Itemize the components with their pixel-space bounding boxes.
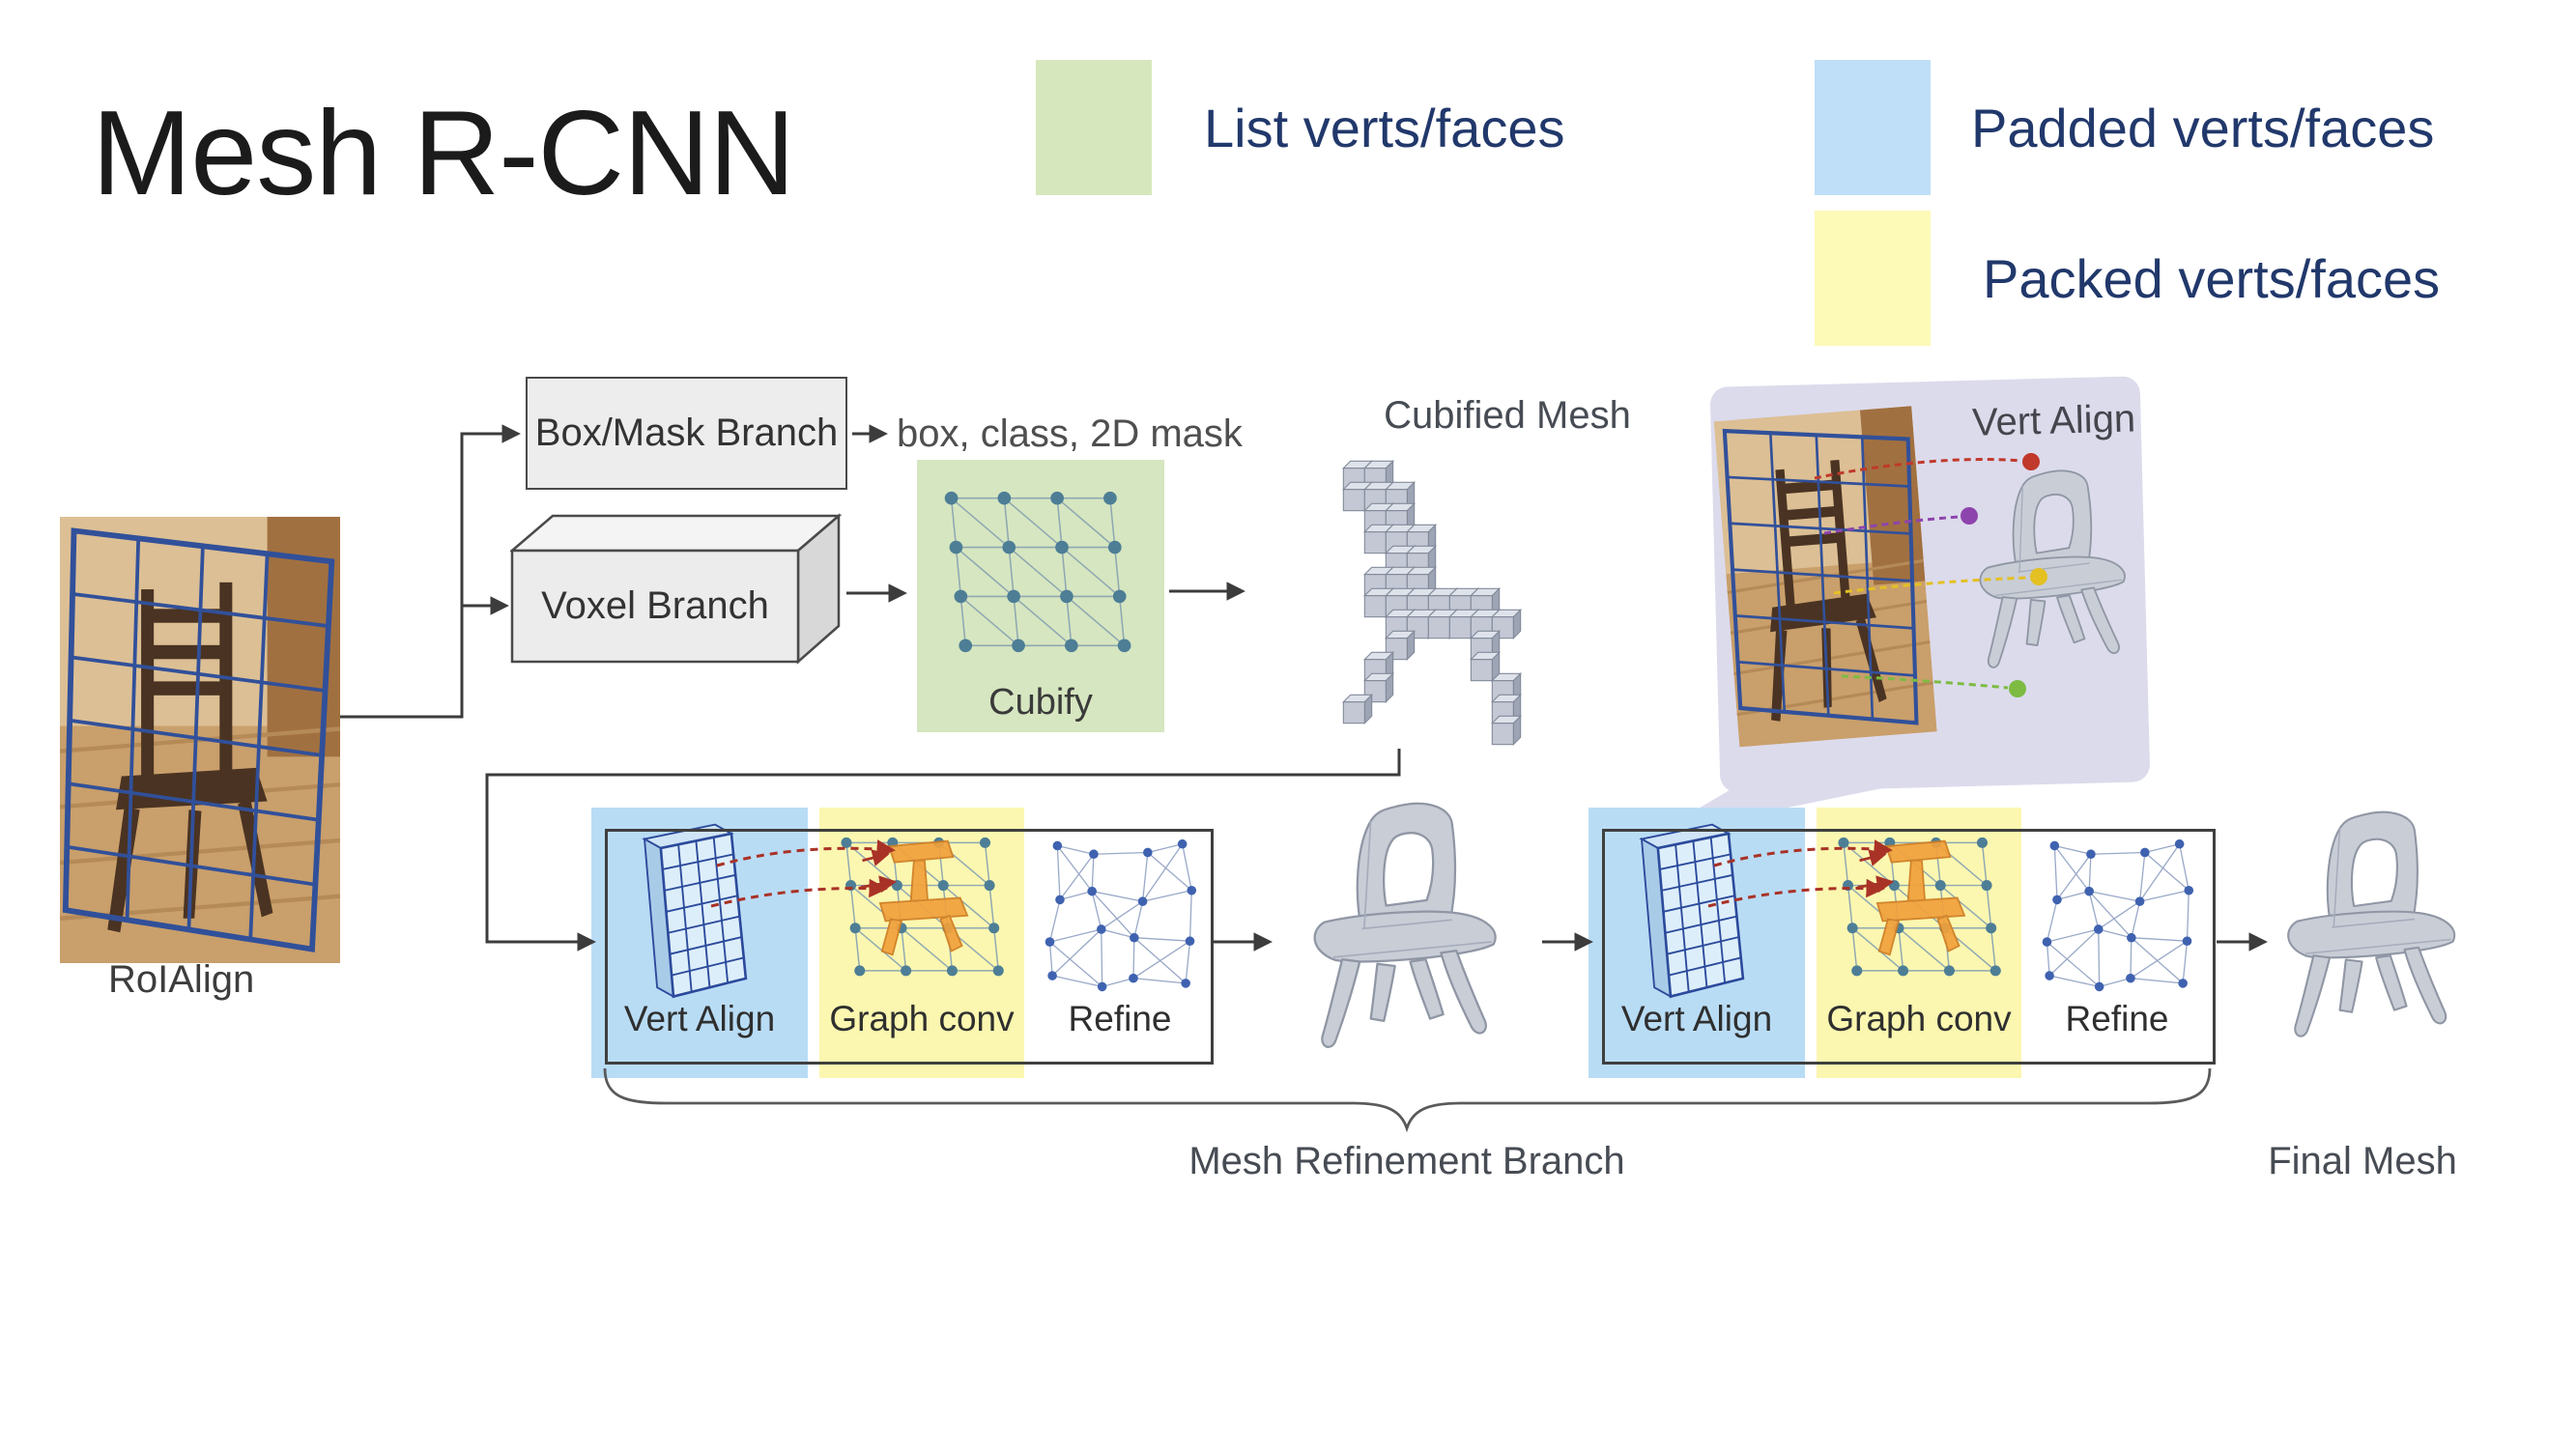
box-mask-branch-label: Box/Mask Branch <box>534 412 839 454</box>
legend-label-padded: Padded verts/faces <box>1971 98 2435 158</box>
legend-label-list: List verts/faces <box>1204 98 1565 158</box>
box-mask-branch: Box/Mask Branch <box>526 377 847 490</box>
cubify-grid-graphic <box>944 491 1131 653</box>
stage2-box <box>1602 829 2216 1065</box>
stage2-graph-conv-label: Graph conv <box>1826 999 2012 1038</box>
stage2-graph-conv-graphic <box>1838 837 2001 977</box>
roialign-photo <box>60 517 340 963</box>
vert-align-panel: Vert Align <box>1709 376 2151 793</box>
stage1-vert-align-label: Vert Align <box>623 999 776 1038</box>
page-title: Mesh R-CNN <box>92 87 795 220</box>
legend-swatch-list <box>1036 60 1152 195</box>
cubify-label: Cubify <box>988 682 1093 723</box>
stage2-refine-label: Refine <box>2065 999 2169 1038</box>
final-mesh-label: Final Mesh <box>2268 1140 2457 1182</box>
stage2-vert-slab-graphic <box>1639 823 1745 999</box>
intermediate-mesh-graphic <box>1313 802 1497 1048</box>
mesh-refinement-branch-label: Mesh Refinement Branch <box>1188 1140 1625 1182</box>
vert-align-photo <box>1713 406 1937 748</box>
cubified-mesh-label: Cubified Mesh <box>1384 394 1631 437</box>
stage2-refine-graphic <box>2042 838 2194 992</box>
cubify-panel <box>917 460 1164 732</box>
vert-align-mesh-graphic <box>1979 469 2126 668</box>
legend-label-packed: Packed verts/faces <box>1983 248 2441 309</box>
box-outputs-label: box, class, 2D mask <box>897 412 1243 455</box>
legend-swatch-padded <box>1815 60 1931 195</box>
stage1-refine-label: Refine <box>1068 999 1172 1038</box>
stage2-vert-align-label: Vert Align <box>1620 999 1773 1038</box>
voxel-branch-box-graphic <box>510 513 843 665</box>
vert-align-label: Vert Align <box>1971 397 2136 444</box>
cubified-mesh-graphic <box>1342 460 1522 746</box>
roialign-label: RoIAlign <box>108 958 255 1001</box>
final-mesh-graphic <box>2287 810 2456 1037</box>
stage1-graph-conv-label: Graph conv <box>829 999 1015 1038</box>
voxel-branch-label: Voxel Branch <box>541 584 769 627</box>
legend-swatch-packed <box>1815 211 1931 346</box>
